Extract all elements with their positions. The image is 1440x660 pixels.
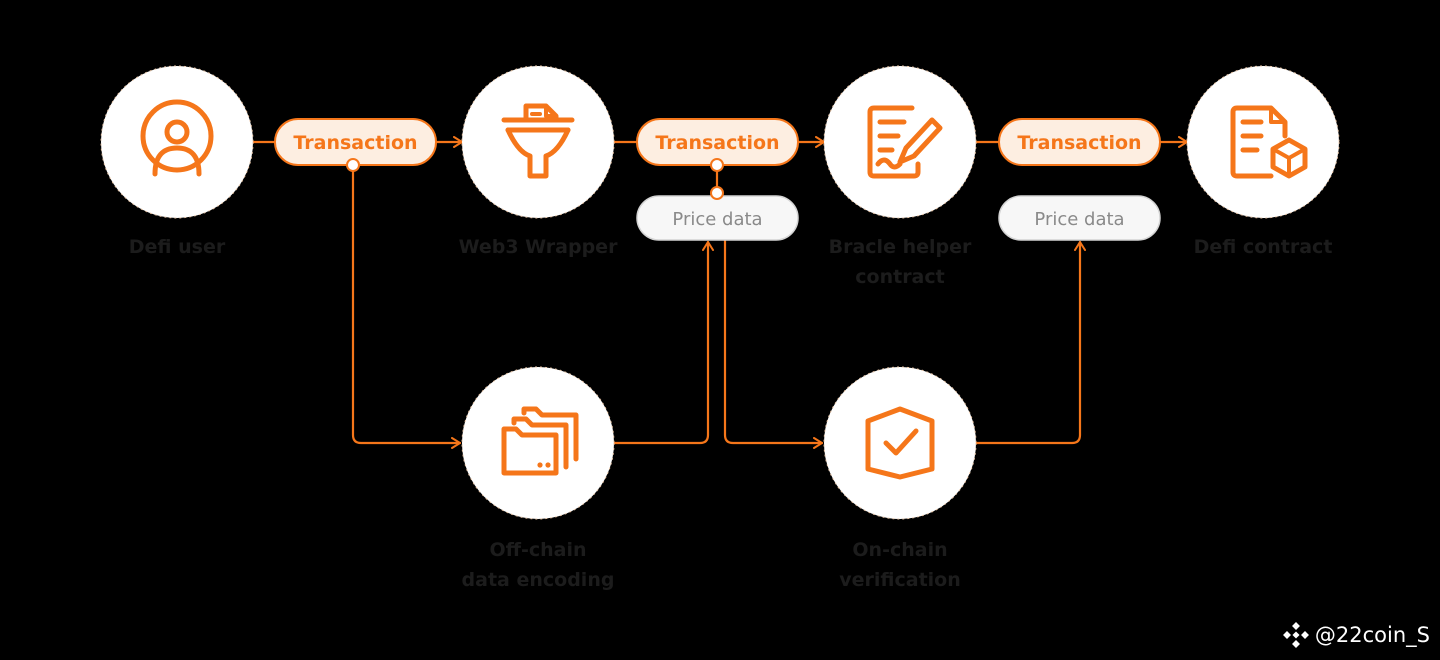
watermark-text: @22coin_S (1314, 623, 1430, 647)
node-circle (823, 65, 977, 219)
document-pen-icon (867, 105, 943, 179)
pill-background (998, 118, 1161, 166)
pill-label: Transaction (1017, 132, 1141, 154)
node-web3-wrapper: Web3 Wrapper (459, 65, 619, 258)
edge-transaction-to-offchain (351, 163, 462, 449)
user-icon (140, 99, 214, 177)
document-cube-icon (1230, 105, 1308, 179)
pill-label: Transaction (655, 132, 779, 154)
node-circle (1186, 65, 1340, 219)
pill-label: Price data (672, 209, 762, 230)
node-label: Defi contract (1194, 236, 1333, 258)
edge-offchain-to-price-data (612, 240, 714, 445)
connector-dot-transaction-2 (710, 158, 724, 172)
connector-dot-transaction-1 (346, 158, 360, 172)
node-label: Defi user (129, 236, 226, 258)
watermark: @22coin_S (1282, 622, 1430, 648)
price-data-pill: Price data (998, 195, 1161, 241)
funnel-document-icon (501, 103, 575, 179)
node-label: On-chain (852, 539, 947, 561)
transaction-pill: Transaction (636, 118, 799, 166)
node-offchain-encoding: Off-chain data encoding (461, 366, 615, 591)
process-nodes: Defi user Web3 Wrapper Bracle helper contra… (100, 65, 1340, 591)
binance-diamond-icon (1282, 622, 1309, 648)
node-label: Bracle helper (829, 236, 972, 258)
pill-label: Transaction (293, 132, 417, 154)
edge-price-data-to-onchain (723, 238, 824, 449)
connector-dot-price-data-1 (710, 186, 724, 200)
node-label: contract (855, 266, 944, 288)
connector-lines (251, 136, 1189, 449)
edge-onchain-to-price-data (974, 240, 1086, 445)
node-circle (461, 65, 615, 219)
transaction-pill: Transaction (274, 118, 437, 166)
node-label: verification (839, 569, 961, 591)
folders-icon (501, 406, 579, 476)
price-data-pill: Price data (636, 195, 799, 241)
node-label: data encoding (462, 569, 615, 591)
shield-check-icon (865, 406, 935, 480)
pill-background (998, 195, 1161, 241)
transaction-pill: Transaction (998, 118, 1161, 166)
node-label: Web3 Wrapper (459, 236, 619, 258)
node-onchain-verification: On-chain verification (823, 366, 977, 591)
node-circle (823, 366, 977, 520)
node-defi-user: Defi user (100, 65, 254, 258)
pill-label: Price data (1034, 209, 1124, 230)
node-label: Off-chain (489, 539, 586, 561)
node-defi-contract: Defi contract (1186, 65, 1340, 258)
node-bracle-helper: Bracle helper contract (823, 65, 977, 288)
node-circle (461, 366, 615, 520)
